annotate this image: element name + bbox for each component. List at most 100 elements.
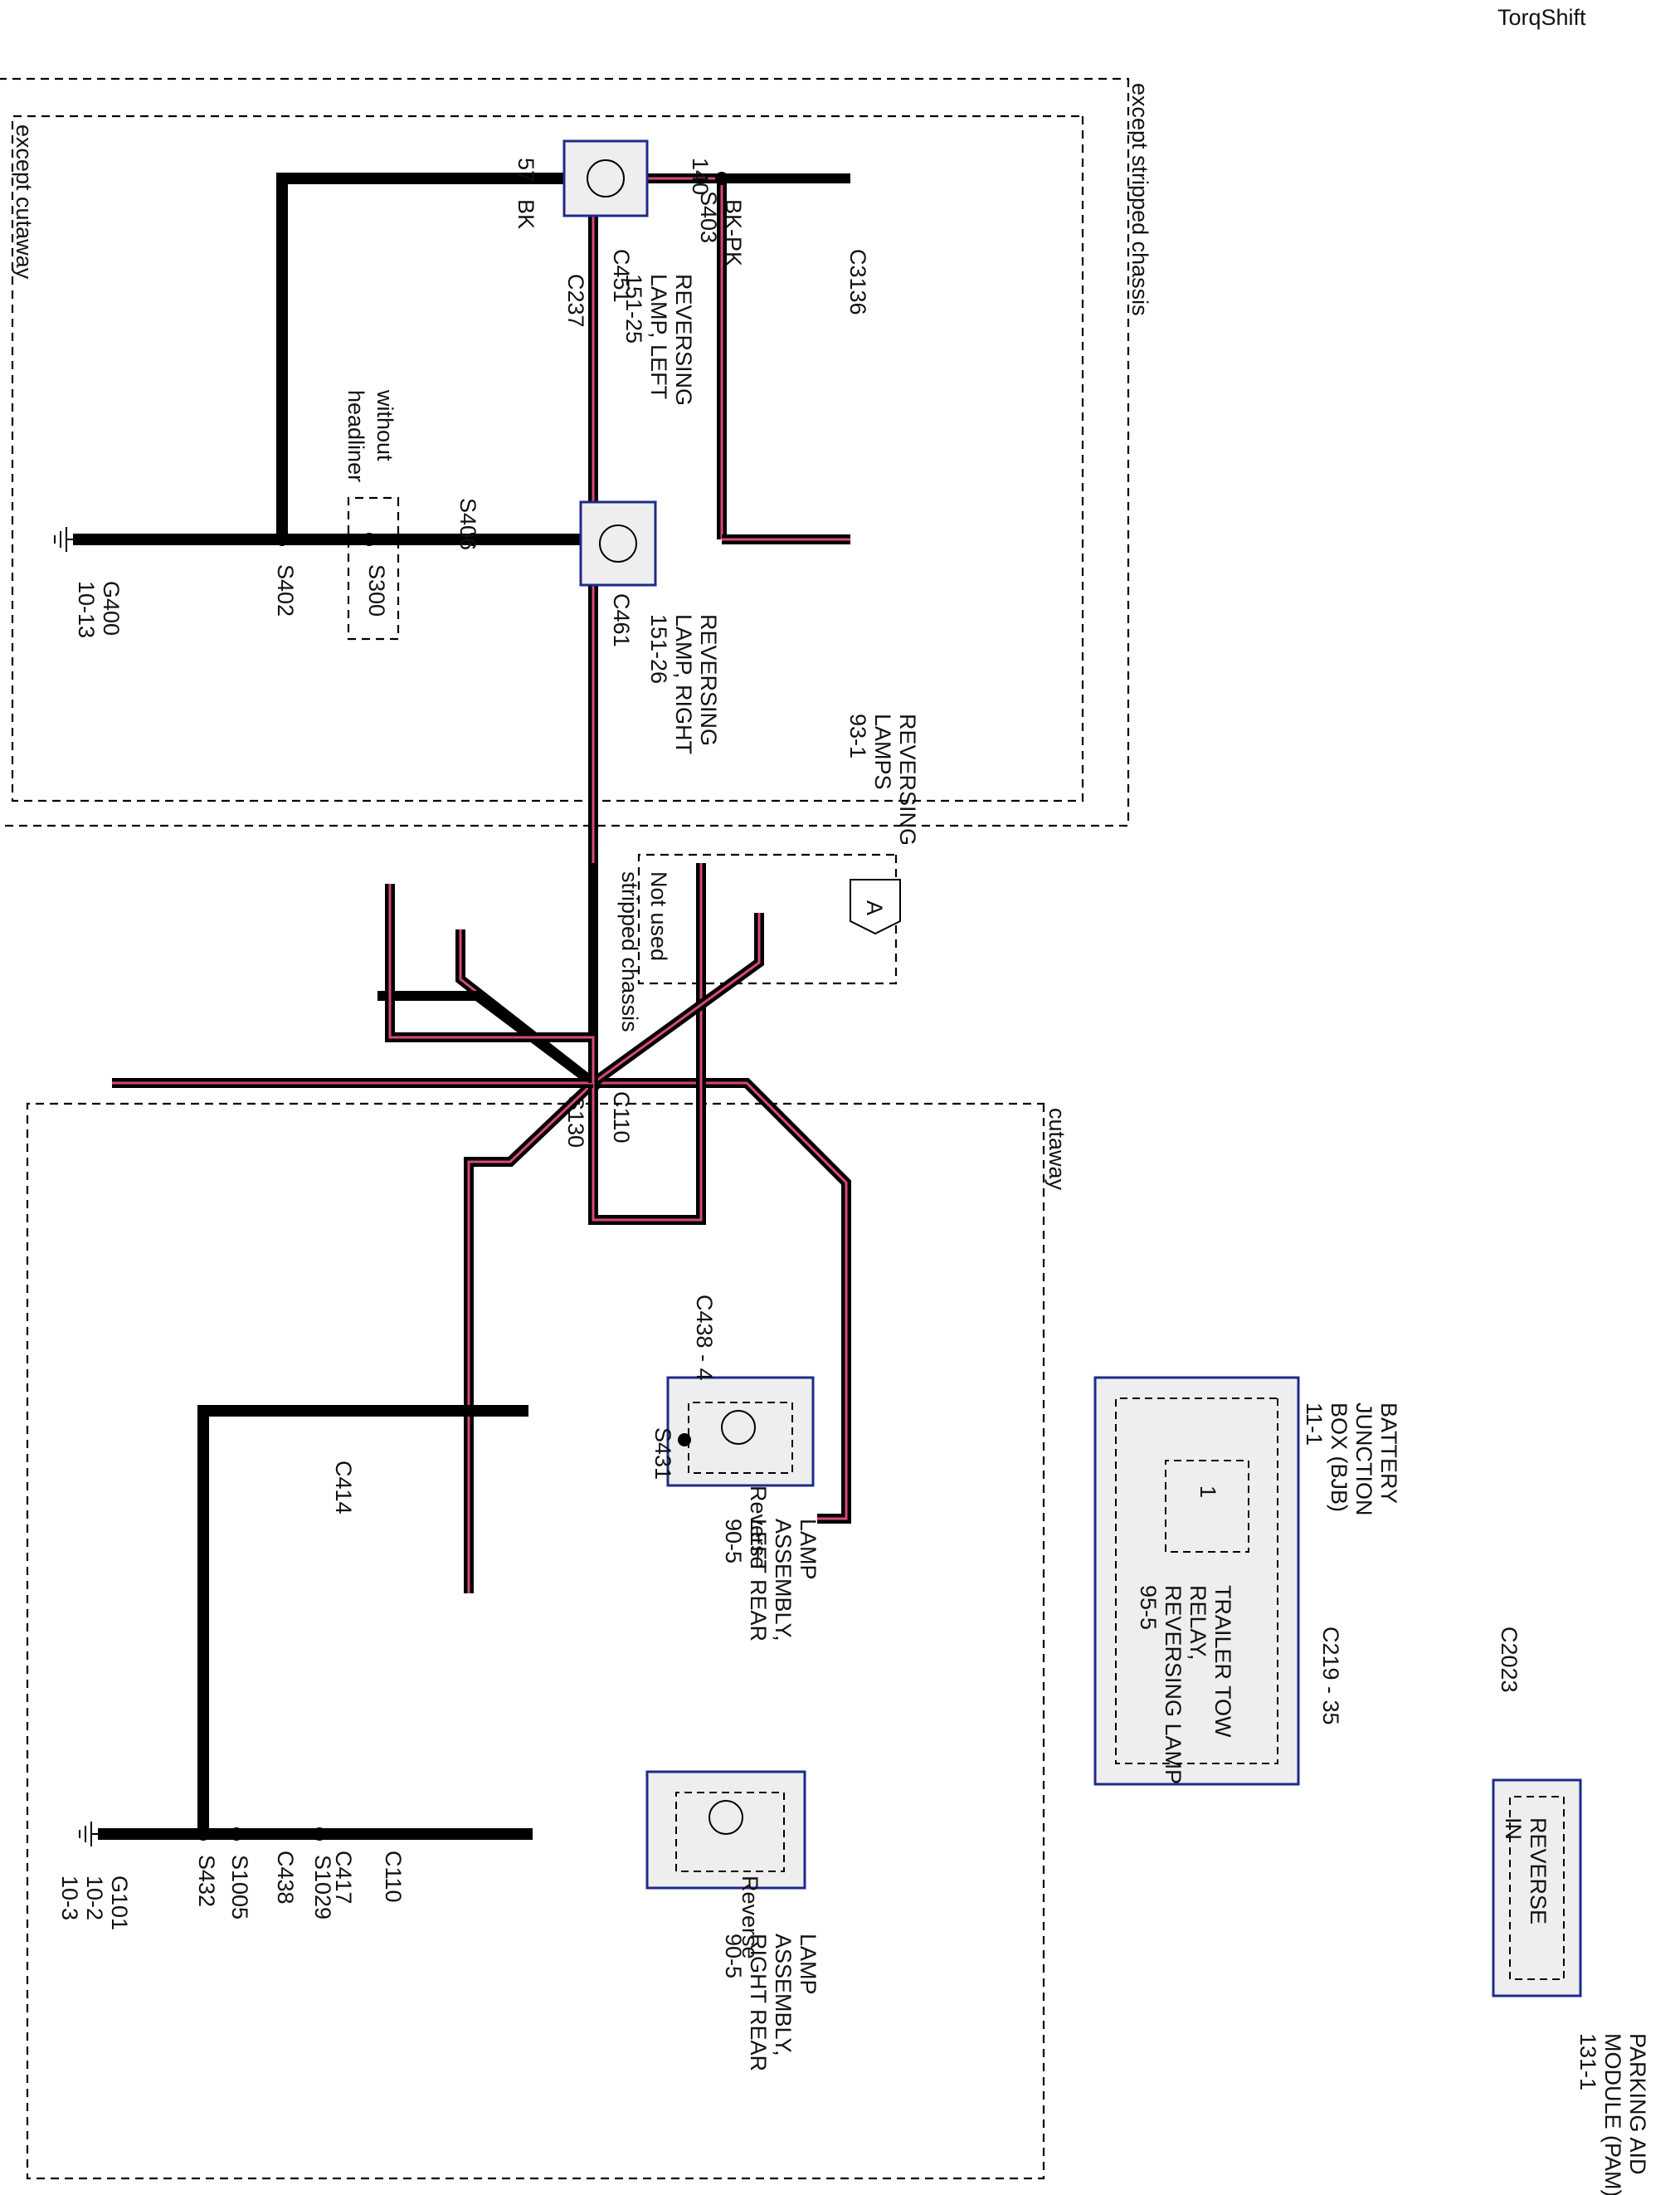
label-without: without [373,389,397,461]
wire-57-upper [73,173,616,545]
lamp-icon [721,1410,756,1445]
ground-g101: G101 10-2 10-3 [57,1822,132,1930]
label-not-used-2: stripped chassis [617,871,642,1032]
offpage-a-shape [850,879,901,935]
svg-text:93-1: 93-1 [845,714,870,758]
svg-text:JUNCTION: JUNCTION [1351,1402,1376,1516]
lamp-right-rear-reverse: Reverse [738,1876,762,1959]
splice-s403 [715,172,728,185]
svg-text:REVERSING: REVERSING [895,714,920,846]
lamp-right-rear-box [645,1770,806,1890]
region-except-cutaway [11,115,1084,802]
pam-box [1492,1778,1582,1997]
connector-c110: C110 [381,1851,406,1903]
lamp-icon [709,1800,743,1835]
label-headliner: headliner [343,390,368,482]
lamp-left-rear-label: LAMP ASSEMBLY, LEFT REAR 90-5 [721,1519,821,1641]
svg-text:131-1: 131-1 [1575,2033,1600,2090]
pam-pin-in: IN [1501,1817,1526,1840]
wire-57-lower [98,1405,533,1840]
splice-label-s403: S403 [696,191,721,243]
region-s300 [347,496,400,641]
splice-s1005 [230,1827,243,1841]
connector-c417: C417 [331,1851,356,1905]
label-except-cutaway: except cutaway [12,124,37,280]
page-title: TorqShift [1497,5,1586,30]
svg-text:RIGHT REAR: RIGHT REAR [746,1934,771,2071]
splice-label-s406: S406 [455,498,480,550]
connector-c461: C461 [609,593,634,647]
svg-text:REVERSING: REVERSING [696,614,721,746]
svg-text:10-3: 10-3 [57,1876,82,1920]
svg-text:10-2: 10-2 [82,1876,107,1920]
bjb-label: BATTERY JUNCTION BOX (BJB) 11-1 [1302,1402,1401,1516]
pam-label: PARKING AID MODULE (PAM) 131-1 [1575,2033,1650,2195]
splice-s300 [363,533,376,546]
svg-text:LAMP, LEFT: LAMP, LEFT [646,274,671,399]
connector-c438: C438 [273,1851,298,1905]
splice-s1029 [313,1827,326,1841]
wire-140-center [112,863,851,1593]
svg-text:G400: G400 [99,581,124,636]
svg-text:ASSEMBLY,: ASSEMBLY, [771,1519,796,1641]
connector-c237: C237 [563,274,588,328]
lamp-icon [587,159,625,198]
lamp-left-rear-reverse: Reverse [746,1485,771,1569]
svg-text:REVERSING: REVERSING [671,274,696,406]
svg-text:LAMPS: LAMPS [870,714,895,790]
connector-c219: C219 - 35 [1318,1627,1343,1725]
bjb-inner [1115,1397,1278,1764]
splice-s431 [678,1433,691,1446]
lamp-right-rear-inner [675,1792,785,1872]
svg-text:10-13: 10-13 [74,581,99,638]
pam-pin-reverse: REVERSE [1526,1817,1551,1924]
connector-c110-top: C110 [609,1091,634,1144]
splice-s406 [466,533,480,546]
pam-inner [1509,1796,1565,1980]
svg-text:151-25: 151-25 [621,274,646,344]
svg-text:PARKING AID: PARKING AID [1625,2033,1650,2175]
wire-label-57: 57 [514,158,538,183]
svg-text:REVERSING LAMP: REVERSING LAMP [1161,1585,1186,1784]
rev-lamp-right-box [579,500,657,587]
svg-text:95-5: 95-5 [1136,1585,1161,1630]
rev-lamp-right-label: REVERSING LAMP, RIGHT 151-26 [646,614,721,754]
label-except-stripped: except stripped chassis [1127,83,1152,316]
splice-label-s300: S300 [364,564,389,617]
lamp-left-rear-box [666,1376,815,1487]
splice-s402 [275,533,289,546]
connector-c3136: C3136 [845,249,870,315]
svg-text:90-5: 90-5 [721,1519,746,1563]
reversing-lamps-ref: REVERSING LAMPS 93-1 [845,714,920,846]
wire-label-bkpk: BK-PK [721,199,746,266]
svg-text:11-1: 11-1 [1302,1402,1327,1446]
svg-text:RELAY,: RELAY, [1186,1585,1210,1661]
rev-lamp-left-box [562,139,649,217]
bjb-box [1093,1376,1300,1786]
splice-label-s1005: S1005 [227,1855,252,1919]
offpage-a: A [862,900,887,915]
ground-g400: G400 10-13 [54,527,124,638]
connector-c414: C414 [331,1461,356,1515]
connector-c451: C451 [609,249,634,303]
splice-label-s431: S431 [650,1427,675,1480]
svg-text:LAMP: LAMP [796,1519,821,1580]
svg-text:90-5: 90-5 [721,1934,746,1978]
splice-label-s432: S432 [194,1855,219,1907]
svg-text:LAMP: LAMP [796,1934,821,1995]
wire-label-140: 140 [688,158,713,195]
label-not-used-1: Not used [646,871,671,961]
trailer-relay-pin: 1 [1195,1485,1220,1498]
wire-label-bk: BK [514,199,538,229]
svg-text:151-26: 151-26 [646,614,671,684]
lamp-icon [599,524,637,563]
connector-c438-4: C438 - 4 [692,1295,717,1381]
svg-text:G101: G101 [107,1876,132,1930]
svg-text:TRAILER TOW: TRAILER TOW [1210,1585,1235,1738]
lamp-right-rear-label: LAMP ASSEMBLY, RIGHT REAR 90-5 [721,1934,821,2071]
splice-label-s1029: S1029 [310,1855,335,1919]
svg-text:BATTERY: BATTERY [1376,1402,1401,1504]
